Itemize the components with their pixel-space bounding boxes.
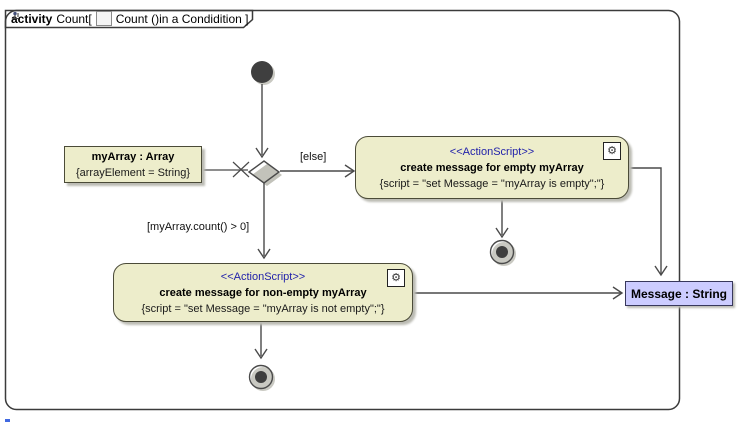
object-node-myarray[interactable]: myArray : Array {arrayElement = String} bbox=[64, 146, 202, 183]
stray-pixel-artifact bbox=[5, 419, 10, 422]
guard-else-label[interactable]: [else] bbox=[300, 151, 327, 163]
final-node-bottom[interactable] bbox=[248, 364, 274, 390]
frame-keyword: activity bbox=[11, 11, 53, 26]
activity-frame[interactable] bbox=[4, 9, 681, 411]
arrowhead-into-final-bottom bbox=[254, 348, 268, 360]
frame-diagram-title: Count ()in a Condidition ] bbox=[115, 11, 249, 26]
frame-activity-name: Count[ bbox=[56, 11, 92, 26]
activity-diagram-icon bbox=[12, 11, 112, 26]
action-script-gear-icon[interactable]: ⚙ bbox=[603, 142, 621, 160]
frame-title-tab[interactable] bbox=[4, 9, 254, 29]
guard-count-label[interactable]: [myArray.count() > 0] bbox=[147, 221, 250, 233]
myarray-constraint: {arrayElement = String} bbox=[75, 166, 191, 179]
arrowhead-into-action-empty bbox=[344, 164, 356, 178]
arrowhead-into-message-left bbox=[612, 286, 624, 300]
frame-title[interactable]: activity Count[ Count ()in a Condidition… bbox=[11, 11, 248, 26]
action-empty-title: create message for empty myArray bbox=[400, 161, 584, 174]
message-title: Message : String bbox=[630, 286, 728, 301]
edge-action-empty-to-message[interactable] bbox=[629, 167, 662, 274]
final-node-top-core bbox=[496, 246, 508, 258]
final-node-top[interactable] bbox=[489, 239, 515, 265]
action-empty-stereotype: <<ActionScript>> bbox=[449, 145, 535, 158]
arrowhead-into-action-nonempty bbox=[257, 248, 271, 260]
object-node-message[interactable]: Message : String bbox=[625, 281, 733, 306]
action-nonempty-title: create message for non-empty myArray bbox=[159, 286, 367, 299]
final-node-bottom-core bbox=[255, 371, 267, 383]
action-nonempty-script: {script = "set Message = "myArray is not… bbox=[141, 302, 385, 315]
action-node-nonempty[interactable]: ⚙ <<ActionScript>> create message for no… bbox=[113, 263, 413, 322]
arrowhead-into-message-top bbox=[654, 265, 668, 277]
myarray-title: myArray : Array bbox=[91, 150, 175, 163]
object-flow-arrow-mark bbox=[232, 161, 250, 178]
decision-node[interactable] bbox=[247, 160, 281, 184]
action-nonempty-stereotype: <<ActionScript>> bbox=[220, 270, 306, 283]
action-script-gear-icon[interactable]: ⚙ bbox=[387, 269, 405, 287]
arrowhead-into-final-top bbox=[495, 227, 509, 239]
action-node-empty[interactable]: ⚙ <<ActionScript>> create message for em… bbox=[355, 136, 629, 199]
initial-node[interactable] bbox=[251, 61, 273, 83]
action-empty-script: {script = "set Message = "myArray is emp… bbox=[379, 177, 605, 190]
arrowhead-into-decision-top bbox=[255, 147, 269, 159]
